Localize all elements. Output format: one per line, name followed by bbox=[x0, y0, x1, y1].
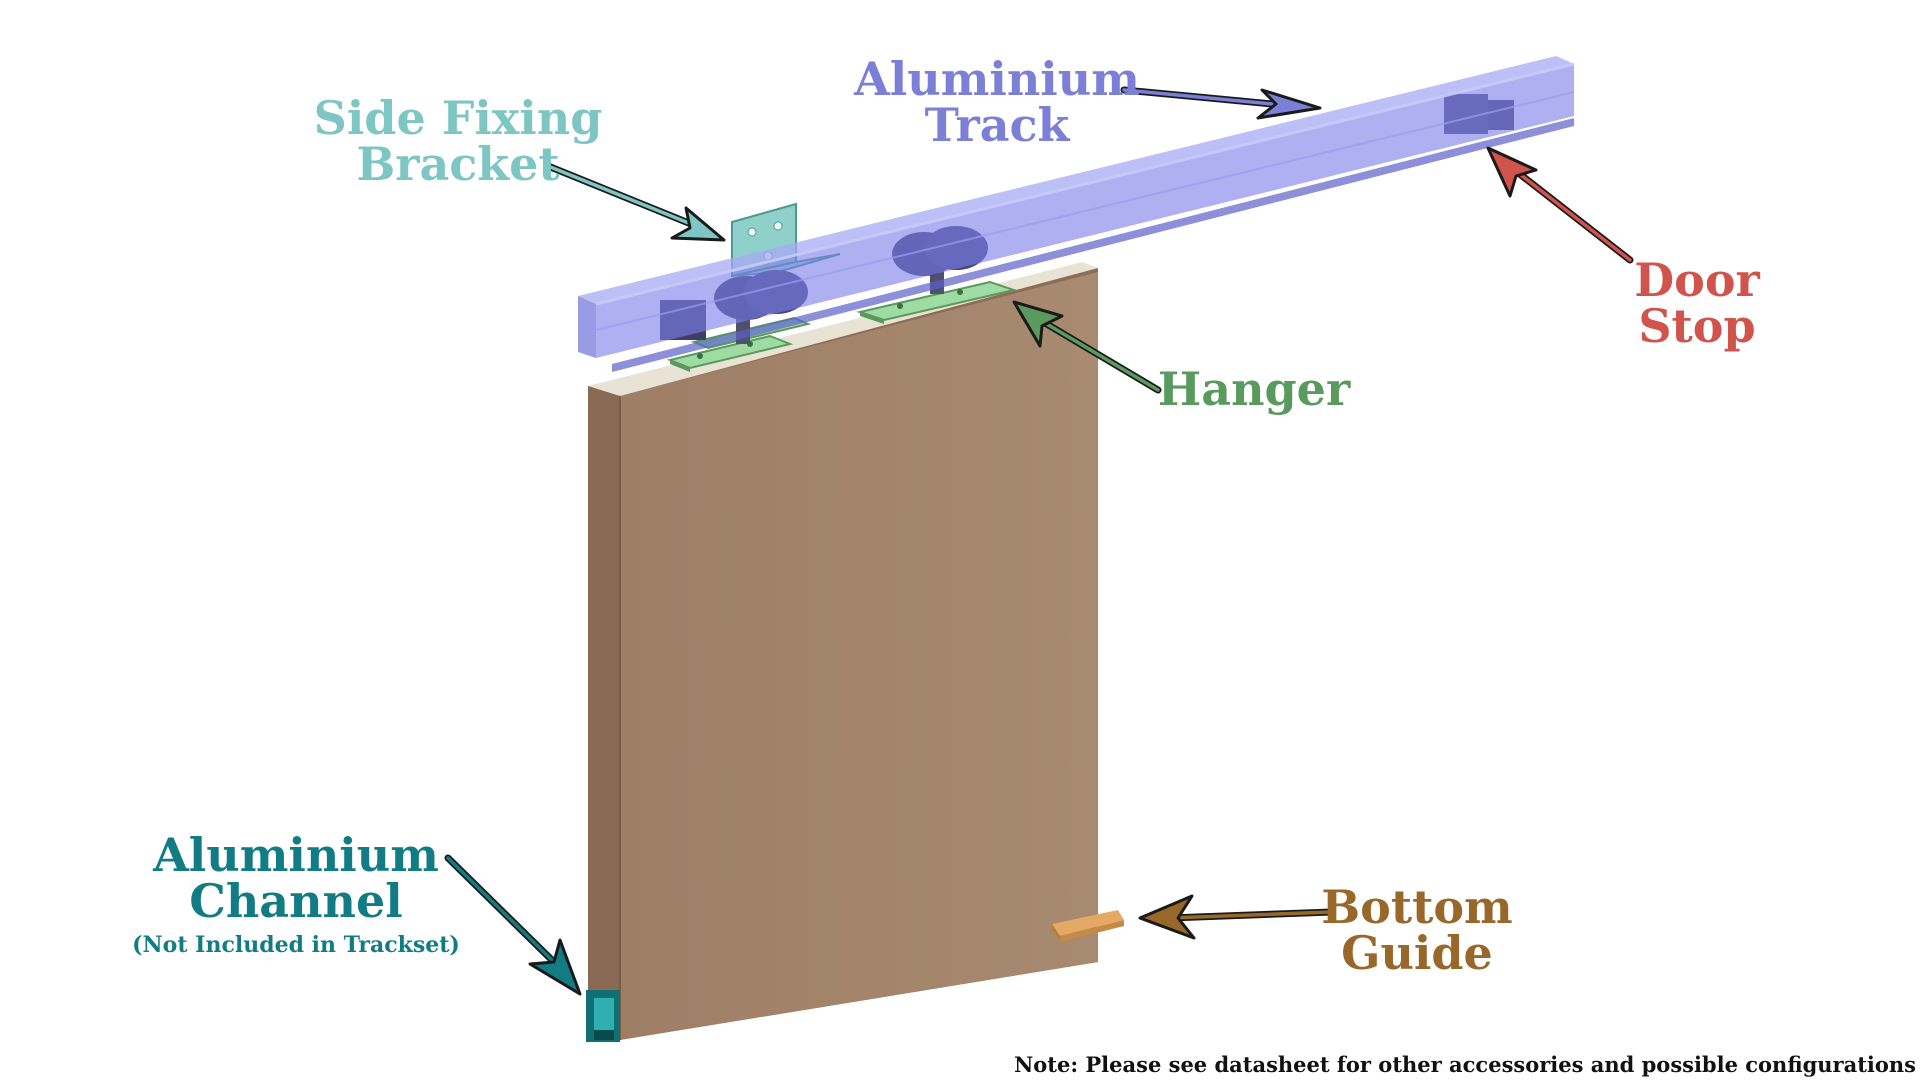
footer-note: Note: Please see datasheet for other acc… bbox=[1014, 1052, 1916, 1077]
label-aluminium-track: Aluminium Track bbox=[854, 56, 1140, 148]
arrow-aluminium-track bbox=[1120, 86, 1322, 120]
label-aluminium-channel-note: (Not Included in Trackset) bbox=[132, 932, 460, 958]
bottom-guide-part bbox=[1052, 910, 1124, 942]
door-panel bbox=[588, 262, 1098, 1040]
label-bottom-guide-line1: Bottom bbox=[1321, 880, 1513, 934]
arrow-hanger bbox=[1012, 300, 1162, 394]
arrow-bottom-guide bbox=[1138, 894, 1336, 940]
label-bottom-guide-line2: Guide bbox=[1341, 926, 1493, 980]
label-door-stop-line1: Door bbox=[1634, 253, 1760, 307]
arrow-side-fixing-bracket bbox=[544, 162, 726, 242]
label-door-stop: Door Stop bbox=[1634, 257, 1760, 349]
label-aluminium-channel: Aluminium Channel (Not Included in Track… bbox=[132, 832, 460, 956]
label-bottom-guide: Bottom Guide bbox=[1321, 884, 1512, 976]
label-aluminium-channel-line2: Channel bbox=[189, 874, 403, 928]
label-hanger-text: Hanger bbox=[1157, 362, 1351, 416]
label-aluminium-channel-line1: Aluminium bbox=[153, 828, 439, 882]
aluminium-channel-part bbox=[586, 990, 620, 1042]
label-side-fixing-bracket-line1: Side Fixing bbox=[313, 91, 603, 145]
aluminium-track-part bbox=[578, 56, 1575, 372]
label-aluminium-track-line2: Track bbox=[924, 98, 1070, 152]
label-hanger: Hanger bbox=[1158, 366, 1350, 412]
label-side-fixing-bracket: Side Fixing Bracket bbox=[314, 95, 603, 187]
arrow-aluminium-channel bbox=[444, 854, 582, 996]
label-door-stop-line2: Stop bbox=[1638, 299, 1756, 353]
label-aluminium-track-line1: Aluminium bbox=[854, 52, 1140, 106]
arrow-door-stop bbox=[1486, 146, 1634, 264]
label-side-fixing-bracket-line2: Bracket bbox=[356, 137, 560, 191]
